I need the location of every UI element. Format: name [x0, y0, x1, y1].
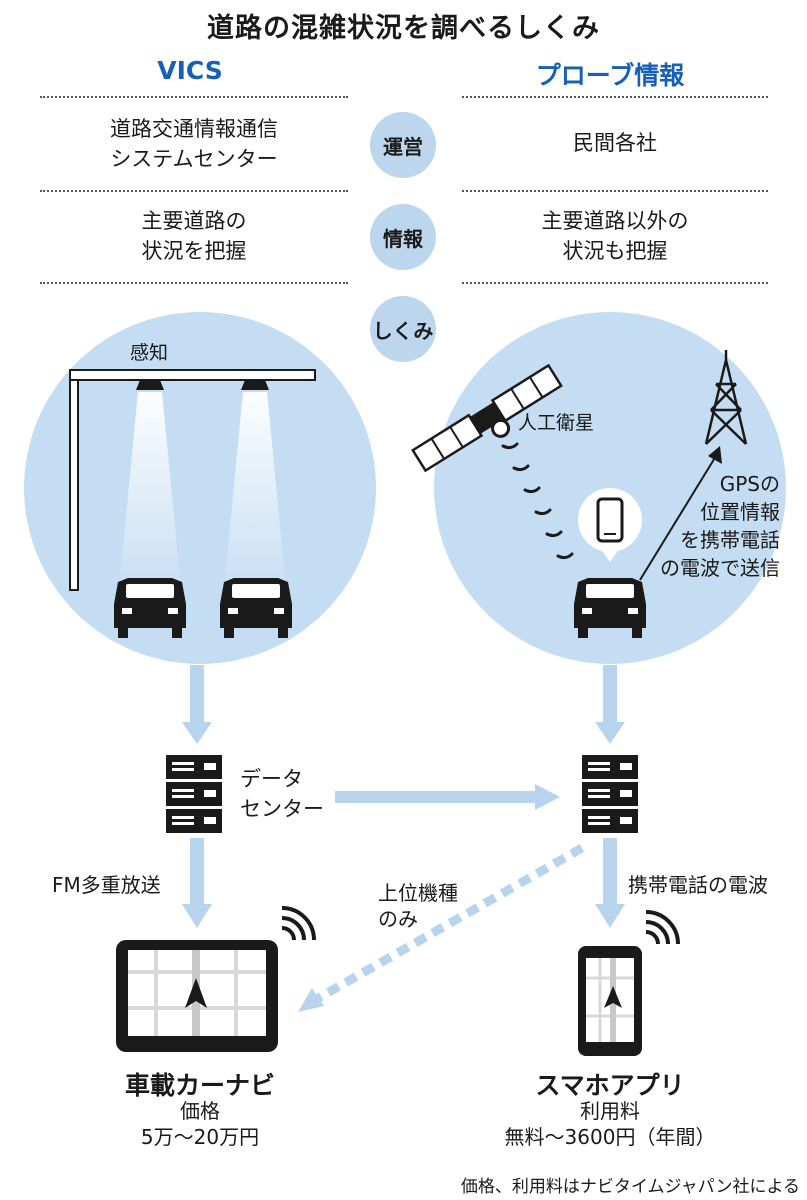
- high-end-arrowhead: [298, 988, 324, 1012]
- server-icon: [166, 755, 222, 833]
- car-navi-price: 価格 5万～20万円: [140, 1099, 260, 1149]
- divider: [462, 282, 768, 284]
- fm-broadcast-label: FM多重放送: [52, 873, 161, 897]
- sensor-label: 感知: [130, 342, 169, 364]
- page-title: 道路の混雑状況を調べるしくみ: [206, 13, 601, 44]
- divider: [462, 190, 768, 192]
- divider: [40, 96, 348, 98]
- satellite-icon: [411, 363, 563, 473]
- wifi-signal-icon: [281, 906, 316, 941]
- vics-info: 主要道路の状況を把握: [141, 209, 247, 263]
- smartphone-app-name: スマホアプリ: [535, 1071, 685, 1100]
- high-end-only-label: 上位機種 のみ: [378, 881, 458, 931]
- satellite-signal: [501, 442, 574, 560]
- vics-scene-circle: [24, 312, 376, 664]
- car-icon: [220, 578, 292, 638]
- badge-info: 情報: [370, 204, 436, 270]
- mobile-wave-label: 携帯電話の電波: [628, 873, 768, 897]
- divider: [462, 96, 768, 98]
- vics-operator: 道路交通情報通信システムセンター: [110, 117, 278, 171]
- footnote: 価格、利用料はナビタイムジャパン社による: [460, 1177, 800, 1197]
- badge-operation: 運営: [370, 112, 436, 178]
- data-center-label: データ センター: [240, 767, 324, 821]
- probe-info: 主要道路以外の状況も把握: [541, 209, 689, 263]
- transmit-arrow: [639, 446, 722, 581]
- badge-mechanism: しくみ: [370, 296, 436, 362]
- divider: [40, 282, 348, 284]
- flow-arrow: [182, 665, 625, 928]
- smartphone-icon: [578, 946, 642, 1056]
- probe-operator: 民間各社: [573, 131, 657, 155]
- gantry-sensor-icon: [69, 369, 316, 600]
- high-end-dashed-arrow: [312, 844, 585, 1004]
- gps-note: GPSの 位置情報 を携帯電話 の電波で送信: [660, 472, 780, 580]
- car-navi-name: 車載カーナビ: [124, 1071, 275, 1100]
- car-navi-icon: [116, 940, 278, 1052]
- car-icon: [114, 578, 186, 638]
- wifi-signal-icon: [645, 910, 680, 945]
- antenna-tower-icon: [704, 350, 748, 445]
- column-header-vics: VICS: [157, 56, 223, 85]
- smartphone-icon: [578, 488, 642, 562]
- smartphone-app-price: 利用料 無料～3600円（年間）: [504, 1099, 716, 1149]
- car-icon: [574, 578, 646, 638]
- column-header-probe: プローブ情報: [535, 61, 685, 90]
- divider: [40, 190, 348, 192]
- server-icon: [582, 755, 638, 833]
- satellite-label: 人工衛星: [518, 412, 595, 434]
